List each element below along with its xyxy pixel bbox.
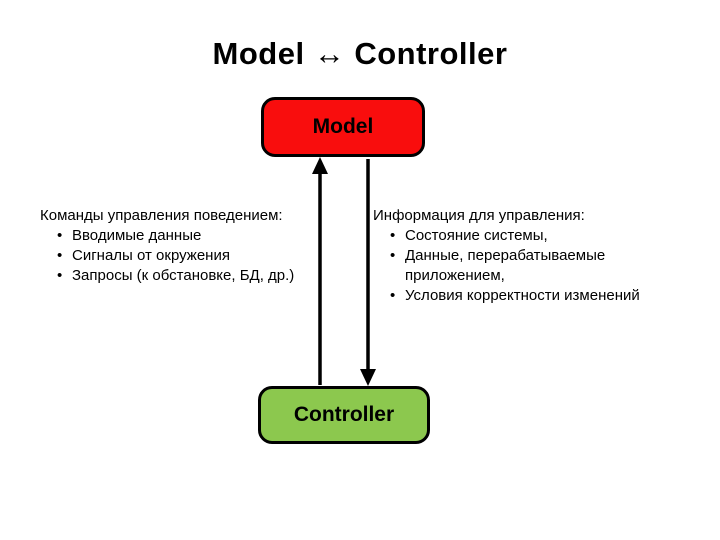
list-item: Состояние системы, xyxy=(373,226,673,246)
right-bullet-list: Состояние системы, Данные, перерабатывае… xyxy=(373,226,673,306)
right-text-block: Информация для управления: Состояние сис… xyxy=(373,206,673,306)
left-text-block: Команды управления поведением: Вводимые … xyxy=(40,206,320,286)
list-item: Условия корректности изменений xyxy=(373,286,673,306)
controller-box: Controller xyxy=(258,386,430,444)
list-item: Сигналы от окружения xyxy=(40,246,320,266)
left-block-heading: Команды управления поведением: xyxy=(40,207,283,224)
model-box: Model xyxy=(261,97,425,157)
left-bullet-list: Вводимые данные Сигналы от окружения Зап… xyxy=(40,226,320,286)
model-box-label: Model xyxy=(312,115,374,138)
list-item: Данные, перерабатываемые приложением, xyxy=(373,246,673,286)
list-item: Запросы (к обстановке, БД, др.) xyxy=(40,266,320,286)
list-item: Вводимые данные xyxy=(40,226,320,246)
right-block-heading: Информация для управления: xyxy=(373,207,585,224)
slide-title: Model ↔ Controller xyxy=(212,36,508,71)
controller-box-label: Controller xyxy=(293,403,395,426)
